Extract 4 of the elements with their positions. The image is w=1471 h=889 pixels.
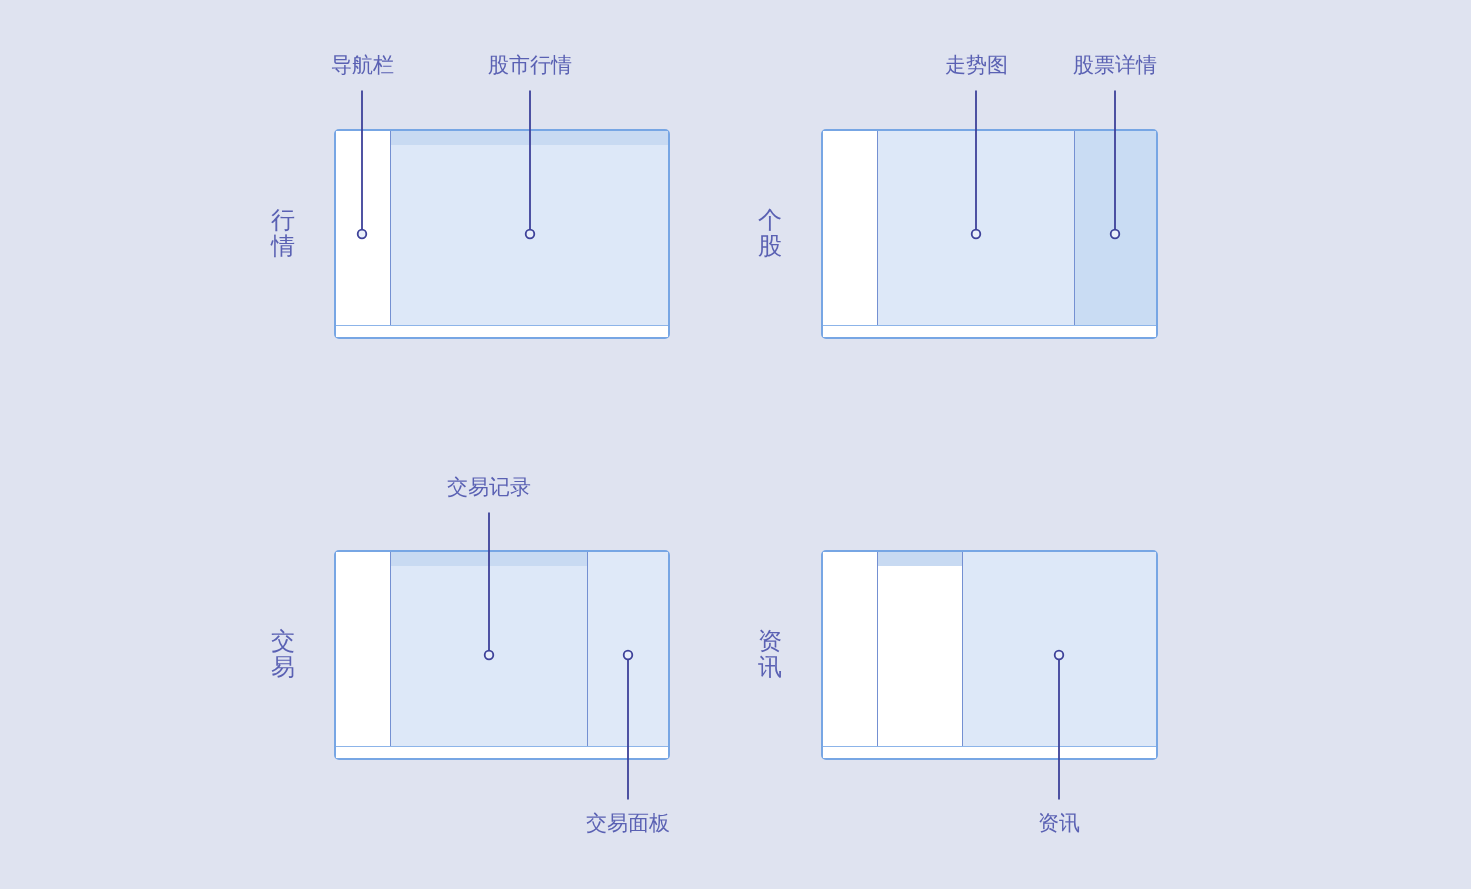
side-heading: 交易 [271, 628, 295, 681]
side-heading: 行情 [271, 207, 295, 260]
side-heading: 个股 [758, 207, 782, 260]
side-heading: 资讯 [758, 628, 782, 681]
